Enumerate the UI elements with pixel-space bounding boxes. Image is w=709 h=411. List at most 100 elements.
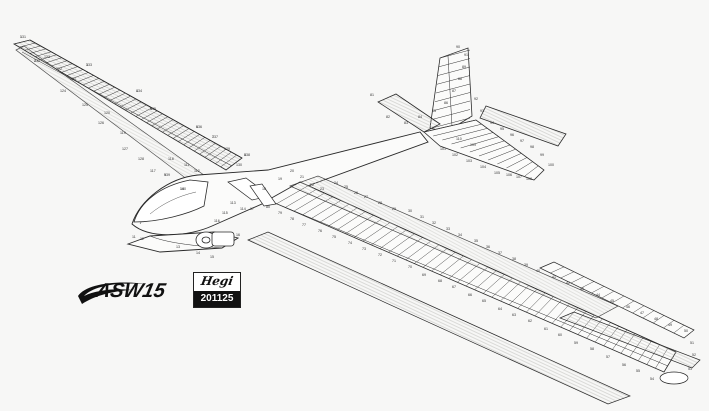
left-wing-rib [172,128,190,139]
stabilizer-rib [451,132,494,145]
fin-rib [431,117,471,129]
part-number-label: 108 [526,177,532,181]
part-number-label: 34 [458,233,462,237]
left-wing-rib [215,151,232,164]
right-wing-rib [500,281,521,302]
asw15-logo [76,276,186,310]
right-wing-rib [508,285,530,305]
part-number-label: 131 [20,35,26,39]
part-number-label: 7 [212,135,214,139]
part-number-label: 134 [136,89,142,93]
part-number-label: 97 [520,139,524,143]
part-number-label: 123 [44,55,50,59]
part-number-label: 137 [212,135,218,139]
part-number-label: 117 [150,169,156,173]
right-wing-rib [543,300,562,320]
part-number-label: 96 [510,133,514,137]
left-wing-rib [151,116,168,127]
right-wing-sheeting-lower [247,231,631,405]
left-wing-rib [188,137,206,149]
part-number-label: 4 [136,89,138,93]
part-number-label: 104 [480,165,486,169]
part-number-label: 68 [438,279,442,283]
stabilizer-rib [488,148,516,161]
part-number-label: 24 [334,181,338,185]
part-number-label: 98 [530,145,534,149]
part-number-label: 40 [536,269,540,273]
part-number-label: 110 [456,137,462,141]
vertical-tail [429,47,473,133]
aileron-rib [611,295,625,304]
left-wing [12,39,243,171]
fin-rib [436,75,471,85]
part-number-label: 136 [196,125,202,129]
left-wing-rib [209,148,227,161]
aileron-rib [663,320,675,329]
stabilizer-rib [442,128,488,141]
stabilizer-rib [497,153,522,165]
right-wing-rib [483,274,505,294]
left-wing-rib [141,110,158,120]
aileron-rib [560,271,575,279]
part-number-label: 102 [452,153,458,157]
left-wing-rib [194,140,211,152]
part-number-label: 120 [104,111,110,115]
part-number-label: 128 [138,157,144,161]
right-wing-rib [534,296,554,317]
aileron-rib [673,324,685,334]
part-number-label: 10 [180,187,184,191]
aileron-ribs [539,261,695,339]
part-number-label: 135 [150,107,156,111]
part-number-label: 73 [362,247,366,251]
part-number-label: 53 [688,367,692,371]
horizontal-stabilizer [377,93,567,181]
part-number-label: 69 [422,273,426,277]
part-number-label: 140 [180,187,186,191]
part-number-label: 79 [278,211,282,215]
left-wing-rib [183,134,200,146]
left-wing-rib [40,54,57,60]
aileron-rib [653,315,665,324]
fin-rib [434,92,471,102]
part-number-label: 52 [692,353,696,357]
left-wing-ribs [13,39,243,171]
left-wing-rib [19,42,36,48]
part-number-label: 90 [456,45,460,49]
part-number-label: 119 [120,131,126,135]
right-wing-rib [517,289,538,309]
right-wing-rib [526,292,546,313]
left-wing-rib [114,95,131,105]
part-number-label: 28 [378,201,382,205]
part-number-label: 58 [590,347,594,351]
part-number-label: 19 [278,177,282,181]
part-number-label: 130 [236,163,242,167]
left-wing-rib [51,60,68,67]
left-wing-rib [93,84,110,92]
right-wing-rib [551,303,570,324]
left-wing-rib [146,113,163,123]
part-number-label: 61 [544,327,548,331]
part-number-label: 48 [654,317,658,321]
stabilizer-rib [478,144,511,157]
left-wing-rib [220,154,237,168]
part-number-label: 14 [196,251,200,255]
left-wing-rib [225,157,243,171]
part-number-label: 95 [500,127,504,131]
part-number-label: 22 [310,183,314,187]
left-wing-rib [204,145,221,158]
aileron-rib [550,266,565,274]
part-number-label: 6 [196,125,198,129]
part-number-label: 101 [440,147,446,151]
aileron [539,261,701,369]
part-number-label: 39 [524,263,528,267]
part-number-label: 124 [60,89,66,93]
kit-number: 201125 [194,291,240,307]
part-number-label: 126 [98,121,104,125]
part-number-label: 106 [506,173,512,177]
part-number-label: 62 [528,319,532,323]
right-wing-sheeting-upper [289,175,619,319]
part-number-label: 132 [34,59,40,63]
part-number-label: 44 [596,293,600,297]
left-wing-rib [119,98,137,108]
